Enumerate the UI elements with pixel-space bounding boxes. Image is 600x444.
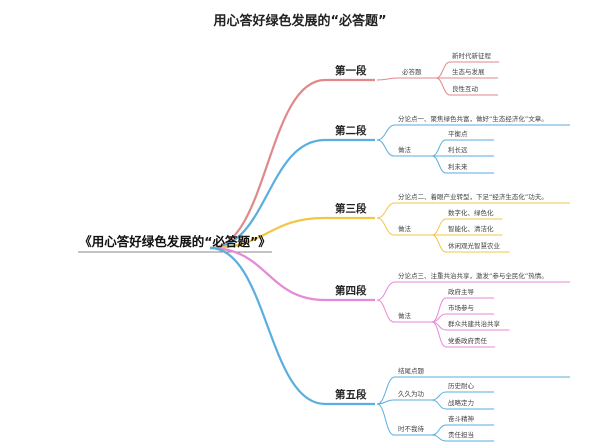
edge-root-section-4 xyxy=(209,246,326,302)
section-3-point-1[interactable]: 分论点二、着眼产业转型，下足“经济生态化”功夫。 xyxy=(398,192,548,201)
edge-section-2-point-1 xyxy=(376,124,396,141)
edge-section-4-point-1 xyxy=(376,281,396,301)
section-2-group-1-item-1[interactable]: 平衡点 xyxy=(448,129,468,138)
section-5-group-2-item-2[interactable]: 责任担当 xyxy=(448,430,474,439)
section-5-group-1-item-1[interactable]: 历史耐心 xyxy=(448,381,475,390)
edge-section-1-group-1-item-1 xyxy=(435,61,451,79)
edge-section-3-group-1-item-1 xyxy=(431,218,447,236)
edge-section-4-group-1-item-4 xyxy=(431,321,447,348)
section-5-group-1-label[interactable]: 久久为功 xyxy=(398,389,425,398)
edge-section-2-group-1-item-1 xyxy=(431,139,447,157)
edge-section-1-group-1 xyxy=(376,77,399,81)
edge-section-5-group-2-item-2 xyxy=(431,434,447,442)
edge-section-3-group-1 xyxy=(376,217,395,236)
edge-root-section-2 xyxy=(209,138,326,250)
section-1-group-1-item-2[interactable]: 生态与发展 xyxy=(452,67,485,76)
section-5-label[interactable]: 第五段 xyxy=(335,388,367,401)
section-3-group-1-label[interactable]: 做法 xyxy=(398,224,412,233)
edge-root-section-3 xyxy=(209,216,326,250)
mind-map-nodes: 《用心答好绿色发展的“必答题”》 第一段 必答题 新时代新征程生态与发展良性互动第二… xyxy=(79,51,547,439)
edge-section-5-group-1 xyxy=(376,399,395,405)
edge-root-section-1 xyxy=(209,78,326,250)
section-5-point-1[interactable]: 结尾点题 xyxy=(398,366,425,375)
section-1-label[interactable]: 第一段 xyxy=(335,64,367,77)
section-3-group-1-item-2[interactable]: 智能化、清洁化 xyxy=(448,224,494,233)
section-4-group-1-label[interactable]: 做法 xyxy=(398,311,412,320)
section-4-group-1-item-4[interactable]: 党委政府责任 xyxy=(448,336,488,345)
edge-section-5-group-1-item-1 xyxy=(431,391,447,401)
section-3-group-1-item-3[interactable]: 休闲观光智慧农业 xyxy=(448,241,501,250)
root-node[interactable]: 《用心答好绿色发展的“必答题”》 xyxy=(79,234,270,249)
section-4-group-1-item-3[interactable]: 群众共建共治共享 xyxy=(448,319,501,328)
section-5-group-2-label[interactable]: 时不我待 xyxy=(398,424,425,433)
edge-section-1-group-1-item-3 xyxy=(435,77,451,96)
section-4-label[interactable]: 第四段 xyxy=(335,284,367,297)
section-2-label[interactable]: 第二段 xyxy=(335,124,367,137)
section-2-group-1-label[interactable]: 做法 xyxy=(398,145,412,154)
section-1-group-1-item-3[interactable]: 良性互动 xyxy=(452,84,479,93)
section-2-point-1[interactable]: 分论点一、聚焦绿色共富，做好“生态经济化”文章。 xyxy=(398,114,548,123)
edge-section-5-group-2-item-1 xyxy=(431,424,447,436)
page-title: 用心答好绿色发展的“必答题” xyxy=(213,14,387,29)
edge-section-3-point-1 xyxy=(376,202,396,219)
section-2-group-1-item-3[interactable]: 利未来 xyxy=(448,162,468,171)
edge-section-5-group-1-item-2 xyxy=(431,399,447,410)
edge-section-5-point-1 xyxy=(376,376,396,405)
mind-map-edges xyxy=(78,61,570,442)
section-2-group-1-item-2[interactable]: 利长远 xyxy=(448,145,468,154)
section-1-group-1-item-1[interactable]: 新时代新征程 xyxy=(452,51,492,60)
section-1-group-1-label[interactable]: 必答题 xyxy=(402,67,422,76)
section-4-point-1[interactable]: 分论点三、注重共治共享，激发“参与全民化”热情。 xyxy=(398,271,548,280)
edge-section-4-group-1 xyxy=(376,299,395,323)
section-3-group-1-item-1[interactable]: 数字化、绿色化 xyxy=(448,208,494,217)
edge-section-2-group-1 xyxy=(376,139,395,157)
section-5-group-1-item-2[interactable]: 战略定力 xyxy=(448,398,474,407)
edge-section-3-group-1-item-3 xyxy=(431,234,447,253)
section-4-group-1-item-1[interactable]: 政府主导 xyxy=(448,287,475,296)
section-5-group-2-item-1[interactable]: 奋斗精神 xyxy=(448,414,474,423)
edge-section-2-group-1-item-3 xyxy=(431,155,447,174)
edge-section-5-group-2 xyxy=(376,403,395,436)
section-4-group-1-item-2[interactable]: 市场参与 xyxy=(448,303,474,312)
section-3-label[interactable]: 第三段 xyxy=(335,202,367,215)
edge-root-section-5 xyxy=(209,246,326,406)
